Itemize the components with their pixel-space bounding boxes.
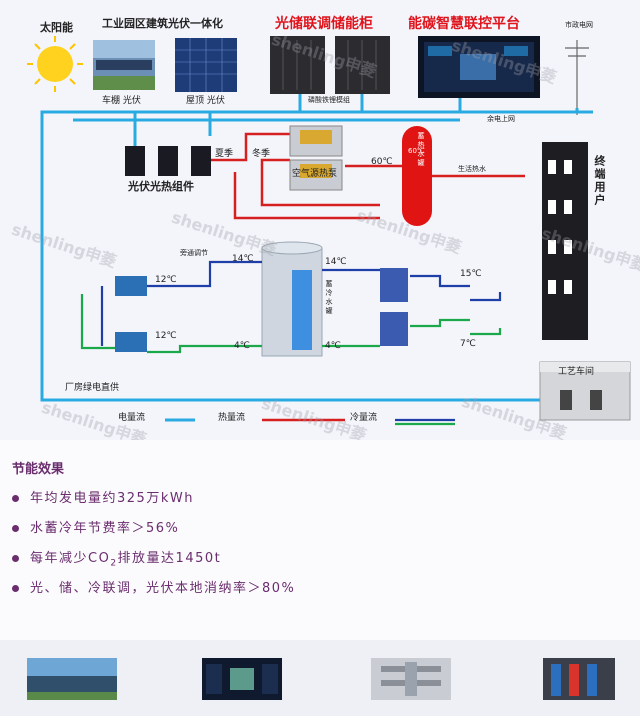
benefit-text: 水蓄冷年节费率＞56% <box>30 521 180 536</box>
chiller-units-icon <box>115 276 147 352</box>
benefit-text: 每年减少CO <box>30 551 111 566</box>
platform-screen <box>418 36 540 98</box>
thumbnail-pipework[interactable] <box>543 658 615 700</box>
workshop-building <box>539 361 631 421</box>
sun-icon <box>27 36 83 92</box>
benefit-item: 每年减少CO2排放量达1450t <box>12 548 295 578</box>
plate-heat-exchanger-icon <box>380 268 408 346</box>
sun-label: 太阳能 <box>40 21 73 34</box>
section-title: 节能效果 <box>12 462 65 477</box>
legend-power-label: 电量流 <box>118 413 146 423</box>
temp-7: 7℃ <box>460 339 476 349</box>
temp-4-right: 4℃ <box>325 341 341 351</box>
cold-flow-lines <box>100 260 502 422</box>
benefit-text-tail: 排放量达1450t <box>117 551 222 566</box>
plant-direct-label: 厂房绿电直供 <box>65 383 120 393</box>
temp-14-left: 14℃ <box>232 254 254 264</box>
battery-module-label: 磷酸铁锂模组 <box>308 96 350 104</box>
summer-label: 夏季 <box>215 149 234 159</box>
temp-12-bottom: 12℃ <box>155 331 177 341</box>
carport-pv-photo <box>93 40 155 90</box>
heat-pump-label: 空气源热泵 <box>292 169 338 179</box>
heat-flow-lines <box>211 132 525 422</box>
diagram-graphics <box>27 36 631 426</box>
temp-60-tank: 60℃ <box>408 147 425 155</box>
power-flow-lines <box>40 94 593 422</box>
surplus-label: 余电上网 <box>487 115 515 123</box>
thumbnail-plant-room[interactable] <box>371 658 451 700</box>
thumbnail-platform[interactable] <box>202 658 282 700</box>
heat-tank <box>402 126 432 226</box>
benefit-text: 光、储、冷联调，光伏本地消纳率＞80% <box>30 581 296 596</box>
workshop-label: 工艺车间 <box>558 367 595 377</box>
energy-system-diagram: 太阳能 工业园区建筑光伏一体化 车棚 光伏 屋顶 光伏 光储联调储能柜 磷酸铁锂… <box>0 0 640 449</box>
benefit-item: 光、储、冷联调，光伏本地消纳率＞80% <box>12 578 295 608</box>
thumbnail-building[interactable] <box>27 658 117 700</box>
carport-pv-label: 车棚 光伏 <box>102 96 141 106</box>
heat-tank-label: 蓄热水罐 <box>417 132 425 168</box>
heat-pump-icon <box>289 125 343 191</box>
temp-60-outlet: 60℃ <box>371 157 393 167</box>
co2-subscript: 2 <box>110 558 118 569</box>
temp-14-right: 14℃ <box>325 257 347 267</box>
grid-tower-icon <box>565 40 589 115</box>
end-user-label: 终端用户 <box>593 155 606 207</box>
energy-saving-section: 节能效果 年均发电量约325万kWh 水蓄冷年节费率＞56% 每年减少CO2排放… <box>0 440 640 640</box>
bypass-label: 旁通调节 <box>180 249 208 257</box>
winter-label: 冬季 <box>252 149 271 159</box>
temp-15: 15℃ <box>460 269 482 279</box>
hot-water-label: 生活热水 <box>458 165 486 173</box>
thumbnail-strip <box>0 640 640 716</box>
storage-cabinet-label: 光储联调储能柜 <box>275 16 373 32</box>
benefit-text: 年均发电量约325万kWh <box>30 491 194 506</box>
platform-label: 能碳智慧联控平台 <box>408 16 520 32</box>
cold-tank-label: 蓄冷水罐 <box>325 280 333 316</box>
grid-label: 市政电网 <box>565 21 593 29</box>
roof-pv-label: 屋顶 光伏 <box>186 96 225 106</box>
storage-cabinet-icon <box>270 36 390 94</box>
cold-return-lines <box>80 294 502 426</box>
park-bipv-label: 工业园区建筑光伏一体化 <box>102 17 223 30</box>
pvt-panels-icon <box>125 146 211 176</box>
benefit-item: 年均发电量约325万kWh <box>12 488 295 518</box>
temp-12-top: 12℃ <box>155 275 177 285</box>
cold-storage-tank <box>261 241 323 357</box>
benefit-item: 水蓄冷年节费率＞56% <box>12 518 295 548</box>
legend-heat-label: 热量流 <box>218 413 246 423</box>
pvt-label: 光伏光热组件 <box>128 180 194 193</box>
legend-cold-label: 冷量流 <box>350 413 378 423</box>
end-user-building <box>542 142 588 340</box>
benefit-list: 年均发电量约325万kWh 水蓄冷年节费率＞56% 每年减少CO2排放量达145… <box>12 488 295 608</box>
roof-pv-photo <box>175 38 237 92</box>
temp-4-left: 4℃ <box>234 341 250 351</box>
